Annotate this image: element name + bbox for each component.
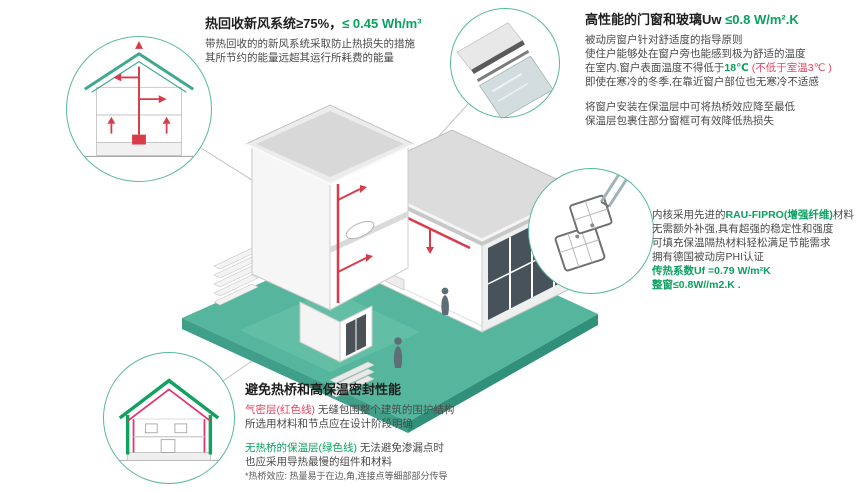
thermal-line: 所选用材料和节点应在设计阶段明确	[245, 418, 413, 431]
tower-block	[244, 104, 416, 311]
insulation-layer-label: 无热桥的保温层(绿色线)	[245, 442, 357, 455]
profile-line: 可填充保温隔热材料轻松满足节能需求	[652, 237, 831, 250]
window-glass-line: 即使在寒冷的冬季,在靠近窗户部位也无寒冷不适感	[585, 76, 819, 89]
profile-uf-value: 传热系数Uf =0.79 W/m²K	[652, 265, 771, 278]
ventilation-title-black: 热回收新风系统≥75%，	[205, 16, 343, 31]
window-glass-title-black: 高性能的门窗和玻璃Uw	[585, 12, 726, 27]
profile-material-text: 内核采用先进的	[652, 209, 726, 221]
frame-profile-diagram	[554, 169, 633, 272]
airtight-layer-label: 气密层(红色线)	[245, 404, 315, 417]
temp-rule-text: 在室内,窗户表面温度不得低于	[585, 62, 725, 75]
thermal-text-block: 避免热桥和高保温密封性能 气密层(红色线) 无缝包围整个建筑的围护结构 所选用材…	[245, 382, 555, 482]
window-glass-line: 保温层包裹住部分窗框可有效降低热损失	[585, 114, 774, 127]
entrance-wing	[299, 301, 373, 363]
window-glass-text-block: 高性能的门窗和玻璃Uw ≤0.8 W/m².K 被动房窗户针对舒适度的指导原则 …	[585, 12, 863, 128]
ventilation-title: 热回收新风系统≥75%，≤ 0.45 Wh/m³	[205, 16, 485, 32]
window-glass-title: 高性能的门窗和玻璃Uw ≤0.8 W/m².K	[585, 12, 863, 28]
person-figure-outdoor	[393, 337, 403, 368]
person-figure-indoor	[441, 287, 449, 315]
ventilation-title-green: ≤ 0.45 Wh/m³	[342, 16, 422, 31]
bathtub	[345, 220, 375, 240]
temp-note: (不低于室温3℃ )	[748, 62, 832, 75]
front-steps	[329, 361, 375, 398]
roof-outline	[83, 51, 195, 91]
profile-line: 无需额外补强,具有超强的稳定性和强度	[652, 223, 834, 236]
temp-value: 18℃	[724, 62, 749, 75]
ventilation-text-block: 热回收新风系统≥75%，≤ 0.45 Wh/m³ 带热回收的的新风系统采取防止热…	[205, 16, 485, 65]
airtight-layer-text: 无缝包围整个建筑的围护结构	[315, 404, 455, 417]
profile-line: 拥有德国被动房PHI认证	[652, 251, 765, 264]
callout-ventilation-section	[66, 36, 212, 182]
profile-text-block: 内核采用先进的RAU-FIPRO(增强纤维)材料 无需额外补强,具有超强的稳定性…	[652, 208, 864, 292]
callout-frame-profile	[528, 168, 654, 294]
window-corner-diagram	[456, 22, 554, 117]
window-glass-line: 被动房窗户针对舒适度的指导原则	[585, 34, 743, 47]
thermal-section-diagram	[115, 378, 223, 461]
thermal-footnote: *热桥效应: 热量易于在边,角,连接点等细部部分传导	[245, 470, 448, 481]
thermal-line: 无热桥的保温层(绿色线) 无法避免渗漏点时	[245, 441, 555, 455]
ventilation-body-line: 其所节约的能量远超其运行所耗费的能量	[205, 52, 394, 65]
window-glass-line: 在室内,窗户表面温度不得低于18℃ (不低于室温3℃ )	[585, 61, 863, 75]
thermal-title: 避免热桥和高保温密封性能	[245, 382, 402, 397]
ventilation-section-diagram	[80, 40, 198, 157]
window-glass-line: 使住户能够处在窗户旁也能感到极为舒适的温度	[585, 48, 806, 61]
heat-recovery-unit	[132, 134, 146, 145]
thermal-line: 也应采用导热最慢的组件和材料	[245, 456, 392, 469]
insulation-layer-green	[118, 378, 220, 455]
ventilation-body-line: 带热回收的的新风系统采取防止热损失的措施	[205, 38, 415, 51]
profile-uw-value: 整窗≤0.8W//m2.K .	[652, 279, 741, 292]
callout-window-corner	[450, 8, 560, 118]
window-glass-title-green: ≤0.8 W/m².K	[725, 12, 799, 27]
profile-line: 内核采用先进的RAU-FIPRO(增强纤维)材料	[652, 208, 864, 222]
thermal-line: 气密层(红色线) 无缝包围整个建筑的围护结构	[245, 403, 555, 417]
profile-material-suffix: 材料	[832, 209, 854, 221]
window-glass-line: 将窗户安装在保温层中可将热桥效应降至最低	[585, 100, 795, 113]
insulation-layer-text: 无法避免渗漏点时	[357, 442, 444, 455]
profile-material-name: RAU-FIPRO(增强纤维)	[725, 209, 833, 221]
airtight-layer-red	[127, 388, 211, 453]
callout-thermal-section	[103, 352, 235, 484]
air-flow-arrows	[110, 66, 168, 135]
ventilation-duct-riser	[336, 184, 367, 303]
